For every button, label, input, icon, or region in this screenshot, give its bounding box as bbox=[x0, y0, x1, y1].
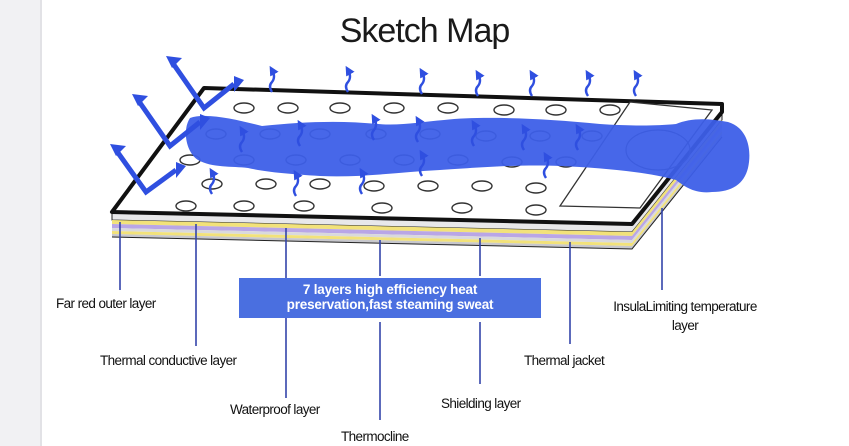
gutter-divider bbox=[40, 0, 42, 446]
steam-squiggles bbox=[208, 65, 643, 197]
body-silhouette bbox=[185, 115, 750, 193]
label-thermocline: Thermocline bbox=[341, 429, 409, 444]
page-title: Sketch Map bbox=[339, 12, 511, 50]
label-insula-limiting-layer: InsulaLimiting temperature layer bbox=[590, 297, 780, 335]
label-waterproof-layer: Waterproof layer bbox=[230, 402, 320, 417]
label-thermal-conductive-layer: Thermal conductive layer bbox=[100, 353, 237, 368]
label-far-red-outer-layer: Far red outer layer bbox=[56, 296, 156, 311]
label-shielding-layer: Shielding layer bbox=[441, 396, 521, 411]
banner-line-2: preservation,fast steaming sweat bbox=[286, 297, 494, 312]
feature-banner: 7 layers high efficiency heat preservati… bbox=[239, 278, 541, 318]
airflow-arrowheads bbox=[110, 56, 244, 178]
banner-line-1: 7 layers high efficiency heat bbox=[302, 282, 478, 297]
label-thermal-jacket: Thermal jacket bbox=[524, 353, 605, 368]
label-insula-line-2: layer bbox=[671, 318, 699, 333]
left-gutter bbox=[0, 0, 40, 446]
label-insula-line-1: InsulaLimiting temperature bbox=[613, 299, 757, 314]
airflow-arrows bbox=[113, 60, 236, 196]
